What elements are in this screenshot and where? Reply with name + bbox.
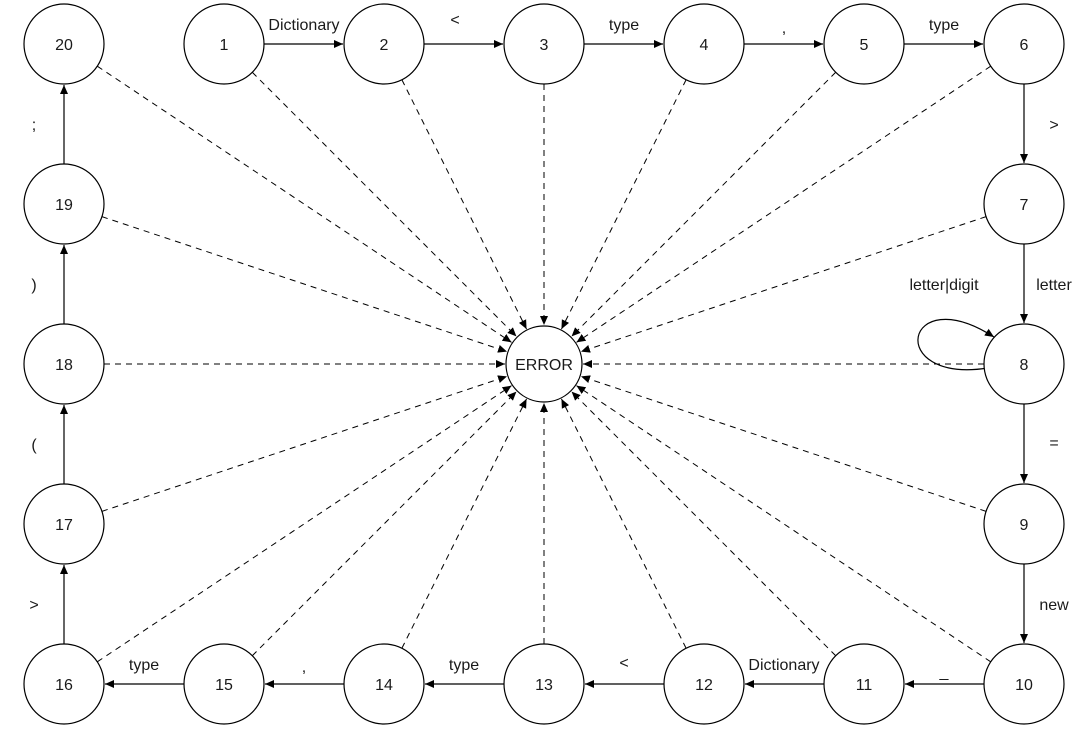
transition-label-19-20: ; (32, 117, 36, 134)
transition-label-12-13: < (619, 655, 628, 672)
error-edge-5 (571, 71, 837, 337)
transition-label-8-8: letter|digit (909, 277, 979, 294)
state-label-16: 16 (55, 677, 73, 694)
transition-labels: Dictionary < type, type > letter letter|digit =… (29, 12, 1072, 681)
transition-label-2-3: < (450, 12, 459, 29)
state-node-16 (23, 643, 105, 725)
transition-label-5-6: type (929, 17, 959, 34)
state-node-5 (823, 3, 905, 85)
transition-label-8-9: = (1049, 435, 1058, 452)
transition-label-17-18: ( (31, 437, 37, 454)
error-node-label: ERROR (515, 357, 573, 374)
state-label-4: 4 (700, 37, 709, 54)
state-label-7: 7 (1020, 197, 1029, 214)
state-label-8: 8 (1020, 357, 1029, 374)
error-edge-2 (401, 79, 528, 330)
state-label-1: 1 (220, 37, 229, 54)
error-edge-4 (560, 79, 687, 330)
state-node-9 (983, 483, 1065, 565)
error-edge-17 (101, 375, 508, 512)
error-node (505, 325, 583, 403)
transition-label-3-4: type (609, 17, 639, 34)
error-edge-1 (251, 71, 517, 337)
state-label-3: 3 (540, 37, 549, 54)
state-node-17 (23, 483, 105, 565)
error-edge-6 (576, 65, 991, 343)
transition-label-18-19: ) (31, 277, 36, 294)
state-label-18: 18 (55, 357, 73, 374)
state-label-12: 12 (695, 677, 713, 694)
state-label-5: 5 (860, 37, 869, 54)
state-label-15: 15 (215, 677, 233, 694)
state-node-13 (503, 643, 585, 725)
transition-label-13-14: type (449, 657, 479, 674)
transition-edges (60, 40, 1028, 688)
error-edge-15 (251, 391, 517, 657)
error-edge-9 (580, 375, 987, 512)
state-node-12 (663, 643, 745, 725)
state-label-14: 14 (375, 677, 393, 694)
state-node-20 (23, 3, 105, 85)
transition-label-15-16: type (129, 657, 159, 674)
transition-label-9-10: new (1039, 597, 1069, 614)
transition-label-14-15: , (302, 659, 306, 676)
state-label-6: 6 (1020, 37, 1029, 54)
transition-label-16-17: > (29, 597, 38, 614)
error-edge-11 (571, 391, 837, 657)
transition-label-4-5: , (782, 20, 786, 37)
self-loop-8 (917, 318, 995, 371)
state-label-20: 20 (55, 37, 73, 54)
state-label-17: 17 (55, 517, 73, 534)
state-label-9: 9 (1020, 517, 1029, 534)
state-node-14 (343, 643, 425, 725)
state-node-8 (983, 323, 1065, 405)
state-node-19 (23, 163, 105, 245)
state-node-2 (343, 3, 425, 85)
error-edge-14 (401, 398, 528, 649)
error-edge-16 (97, 385, 512, 663)
state-node-15 (183, 643, 265, 725)
state-label-19: 19 (55, 197, 73, 214)
state-label-10: 10 (1015, 677, 1033, 694)
transition-label-11-12: Dictionary (748, 657, 819, 674)
error-edges (97, 65, 991, 663)
transition-label-10-11: _ (939, 664, 950, 681)
state-label-2: 2 (380, 37, 389, 54)
error-edge-7 (580, 216, 987, 353)
error-edge-19 (101, 216, 508, 353)
error-edge-12 (560, 398, 687, 649)
state-node-18 (23, 323, 105, 405)
state-node-6 (983, 3, 1065, 85)
state-node-1 (183, 3, 265, 85)
state-label-11: 11 (856, 677, 873, 694)
state-node-11 (823, 643, 905, 725)
transition-label-1-2: Dictionary (268, 17, 339, 34)
state-node-7 (983, 163, 1065, 245)
state-label-13: 13 (535, 677, 553, 694)
state-node-3 (503, 3, 585, 85)
transition-label-6-7: > (1049, 117, 1058, 134)
transition-label-7-8: letter (1036, 277, 1072, 294)
error-edge-10 (576, 385, 991, 663)
state-node-4 (663, 3, 745, 85)
error-edge-20 (97, 65, 512, 343)
state-node-10 (983, 643, 1065, 725)
